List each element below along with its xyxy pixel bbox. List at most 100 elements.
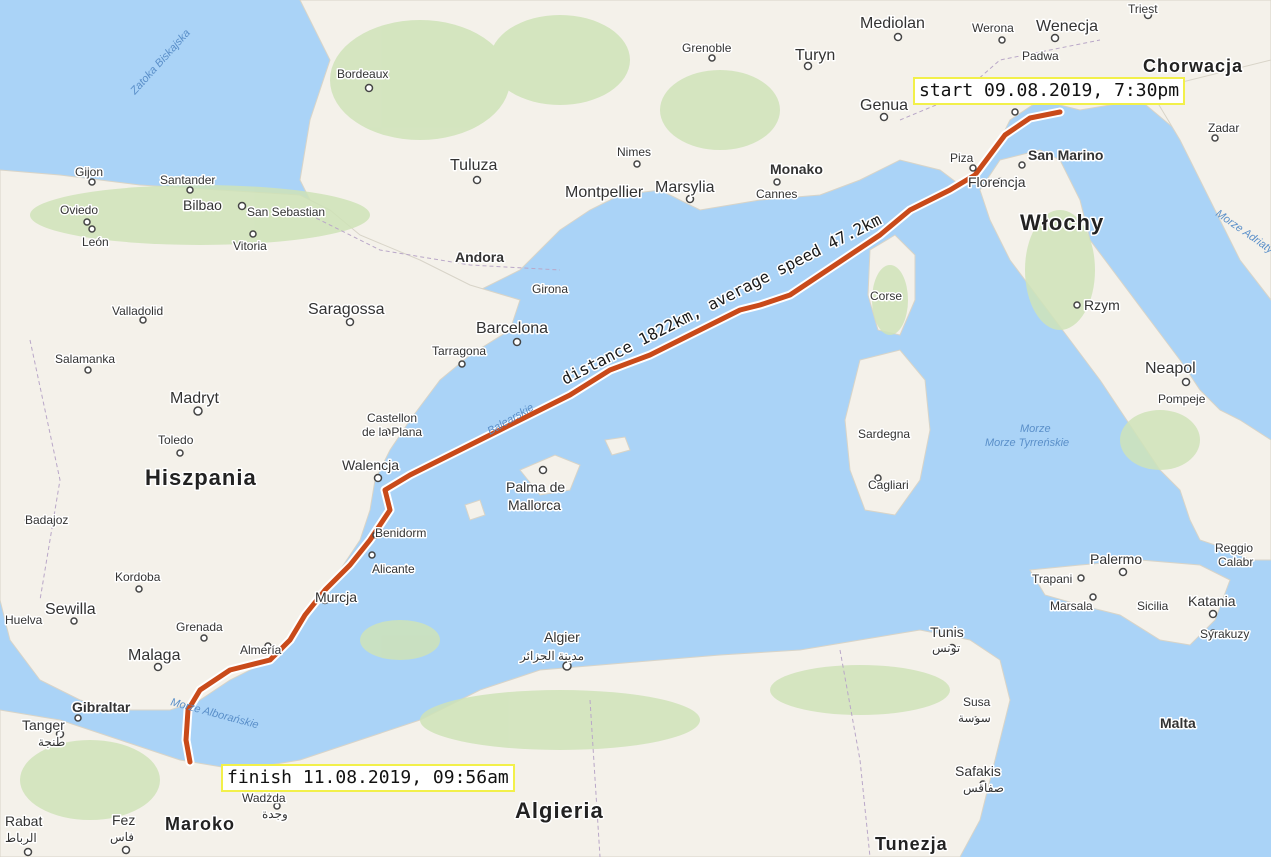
city-label: Turyn — [795, 47, 835, 64]
city-labels: Triest Mediolan Werona Wenecja Padwa Gre… — [4, 1, 1255, 847]
city-label: Cagliari — [868, 478, 909, 492]
city-label: Salamanka — [55, 352, 115, 366]
city-label: Reggio — [1215, 541, 1253, 555]
city-label: Trapani — [1032, 572, 1072, 586]
city-label: San Marino — [1028, 147, 1103, 163]
city-label: Marsala — [1050, 599, 1093, 613]
city-label: Piza — [950, 151, 974, 165]
city-label: Sicilia — [1137, 599, 1169, 613]
country-label-italy: Włochy — [1020, 210, 1104, 235]
city-label: Gibraltar — [72, 699, 131, 715]
city-label: Palermo — [1090, 551, 1142, 567]
land-mallorca — [519, 454, 581, 496]
city-label: Grenada — [176, 620, 223, 634]
city-label: Palma de — [506, 479, 565, 495]
city-label: Girona — [532, 282, 568, 296]
city-label: Katania — [1188, 593, 1236, 609]
city-label: Corse — [870, 289, 902, 303]
city-label: Castellon — [367, 411, 417, 425]
city-label: الرباط — [5, 831, 37, 845]
city-label: سوسة — [958, 711, 991, 725]
city-label: Mediolan — [860, 15, 925, 32]
city-label: San Sebastian — [247, 205, 325, 219]
city-label: Wenecja — [1036, 18, 1098, 35]
city-label: تونس — [932, 641, 960, 655]
route-line-core — [183, 109, 1063, 765]
land-ibiza — [464, 499, 486, 521]
city-label: Toledo — [158, 433, 194, 447]
route-finish-label: finish 11.08.2019, 09:56am — [221, 764, 515, 792]
country-label-tunisia: Tunezja — [875, 834, 948, 854]
city-label: مدينة الجزائر — [519, 649, 584, 663]
city-label: Santander — [160, 173, 215, 187]
city-label: Monako — [770, 161, 823, 177]
land-balkans — [1149, 59, 1271, 301]
city-label: Nimes — [617, 145, 651, 159]
city-label: Almería — [240, 643, 282, 657]
city-label: Bilbao — [183, 197, 222, 213]
city-label: Badajoz — [25, 513, 68, 527]
city-label: Zadar — [1208, 121, 1239, 135]
city-label: Bordeaux — [337, 67, 388, 81]
city-label: Cannes — [756, 187, 797, 201]
city-label: Gijon — [75, 165, 103, 179]
city-label: Padwa — [1022, 49, 1059, 63]
land-menorca — [604, 436, 631, 456]
city-label: Rabat — [5, 813, 42, 829]
city-label: Algier — [544, 629, 580, 645]
city-label: Werona — [972, 21, 1014, 35]
city-label: Malaga — [128, 647, 181, 664]
city-label: Florencja — [968, 174, 1026, 190]
water-label-tyrrhenian: Morze Tyrreńskie — [985, 437, 1069, 449]
city-label: Triest — [1128, 2, 1158, 16]
city-label: Valladolid — [112, 304, 163, 318]
city-label: Tanger — [22, 717, 65, 733]
city-label: Fez — [112, 812, 135, 828]
city-label: Barcelona — [476, 320, 548, 337]
land-sardinia — [844, 349, 931, 516]
city-label: Susa — [963, 695, 991, 709]
city-label: Safakis — [955, 763, 1001, 779]
city-label: de la Plana — [362, 425, 422, 439]
city-label: Mallorca — [508, 497, 561, 513]
country-label-morocco: Maroko — [165, 814, 235, 834]
city-label: Madryt — [170, 390, 219, 407]
city-label: Tarragona — [432, 344, 486, 358]
city-label: León — [82, 235, 109, 249]
water-label-tyrrhenian-1: Morze — [1020, 423, 1051, 435]
city-label: فاس — [110, 830, 134, 844]
city-dots — [23, 10, 1226, 857]
city-label: Wadżda — [242, 791, 286, 805]
city-label: Pompeje — [1158, 392, 1206, 406]
country-label-spain: Hiszpania — [145, 465, 257, 490]
city-label: Walencja — [342, 457, 399, 473]
city-label: وجدة — [262, 807, 288, 821]
city-label: صفاقس — [963, 781, 1004, 795]
city-label: Oviedo — [60, 203, 98, 217]
city-label: Sewilla — [45, 601, 96, 618]
city-label: Grenoble — [682, 41, 732, 55]
city-label: Murcja — [315, 589, 357, 605]
route-start-label: start 09.08.2019, 7:30pm — [913, 77, 1186, 105]
city-label: طنجة — [38, 735, 65, 749]
city-label: Saragossa — [308, 301, 385, 318]
city-label: Andora — [455, 249, 504, 265]
city-label: Malta — [1160, 715, 1196, 731]
city-label: Montpellier — [565, 184, 644, 201]
vegetation-layer — [20, 15, 1200, 820]
city-label: Benidorm — [375, 526, 426, 540]
city-label: Sardegna — [858, 427, 910, 441]
city-label: Alicante — [372, 562, 415, 576]
city-label: Vitoria — [233, 239, 267, 253]
city-label: Rzym — [1084, 297, 1120, 313]
city-label: Huelva — [5, 613, 43, 627]
city-label: Tunis — [930, 624, 964, 640]
city-label: Calabr — [1218, 555, 1253, 569]
city-label: Tuluza — [450, 157, 498, 174]
country-label-croatia: Chorwacja — [1143, 56, 1243, 76]
city-label: Kordoba — [115, 570, 161, 584]
city-label: Neapol — [1145, 360, 1196, 377]
city-label: Syrakuzy — [1200, 627, 1249, 641]
country-label-algeria: Algieria — [515, 798, 604, 823]
